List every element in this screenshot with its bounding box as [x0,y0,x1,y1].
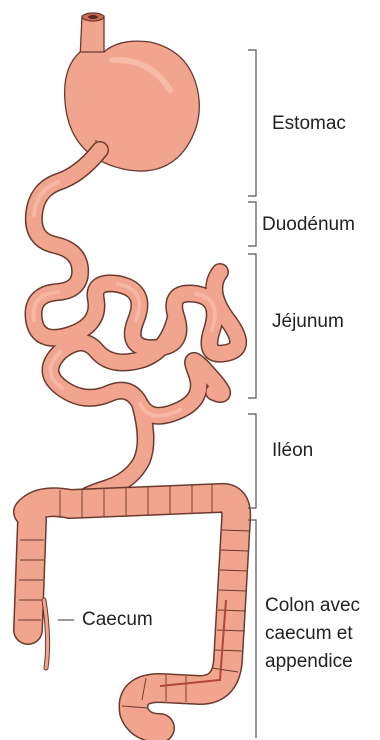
bracket-colon [248,520,256,738]
label-colon-line-1: Colon avec [265,595,360,618]
bracket-duodenum [248,202,256,246]
label-colon-line-3: appendice [265,651,353,674]
label-colon-line-2: caecum et [265,623,353,646]
label-ileon: Iléon [272,440,313,463]
stomach [65,41,200,171]
label-jejunum: Jéjunum [272,311,344,334]
label-caecum: Caecum [82,609,153,632]
label-duodenum: Duodénum [262,214,355,237]
bracket-jejunum [248,254,256,398]
small-intestine [34,150,239,500]
colon [18,484,250,728]
label-estomac: Estomac [272,113,346,136]
bracket-ileon [248,414,256,508]
bracket-estomac [248,50,256,196]
